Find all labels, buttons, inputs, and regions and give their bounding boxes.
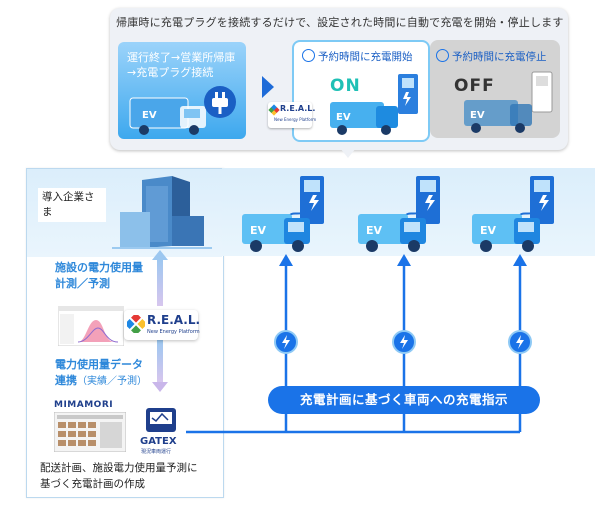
- clock-icon: [302, 49, 315, 62]
- mimamori-logo: MIMAMORI: [54, 400, 114, 410]
- real-logo-name: R.E.A.L.: [147, 313, 201, 327]
- mimamori-screenshot: [54, 412, 126, 452]
- real-logo-tagline: New Energy Platform: [147, 329, 200, 335]
- return-card-line2: →充電プラグ接続: [127, 66, 214, 79]
- ev-mark: EV: [336, 112, 351, 123]
- company-label: 導入企業さま: [38, 188, 106, 222]
- ev-mark: EV: [250, 224, 267, 237]
- gatex-logo: GATEX: [140, 436, 177, 447]
- charge-start-card: 予約時間に充電開始 ON EV: [292, 40, 430, 142]
- callout-text: 帰庫時に充電プラグを接続するだけで、設定された時間に自動で充電を開始・停止します: [116, 16, 564, 29]
- facility-power-heading-line2: 計測／予測: [55, 277, 110, 290]
- dashboard-thumbnail: [58, 306, 124, 346]
- off-state: OFF: [454, 76, 495, 96]
- parked-truck-icon: EV: [464, 71, 553, 133]
- charger-truck-2: EV: [358, 176, 440, 252]
- callout-tail: [340, 148, 356, 158]
- gatex-device-icon: [146, 408, 176, 432]
- ev-mark: EV: [470, 110, 485, 121]
- real-logo-mark: [127, 315, 145, 333]
- return-card-line1: 運行終了→営業所帰庫: [127, 51, 236, 64]
- charger-truck-3: EV: [472, 176, 554, 252]
- data-link-heading-line2: 連携: [55, 374, 77, 387]
- clock-icon: [436, 49, 449, 62]
- return-card: 運行終了→営業所帰庫 →充電プラグ接続 EV: [118, 42, 246, 139]
- gatex-logo-sub: 現況車両運行: [141, 449, 172, 455]
- ev-mark: EV: [142, 110, 157, 121]
- charge-start-label: 予約時間に充電開始: [318, 51, 413, 63]
- bottom-note-line2: 基づく充電計画の作成: [40, 478, 145, 490]
- ev-mark: EV: [366, 224, 383, 237]
- data-link-heading-line1: 電力使用量データ: [55, 358, 143, 371]
- data-link-heading-sub: （実績／予測）: [77, 376, 147, 387]
- plug-truck-icon: EV: [129, 86, 236, 135]
- charge-stop-card: 予約時間に充電停止 OFF EV: [430, 40, 560, 138]
- on-state: ON: [330, 76, 361, 96]
- real-logo-small: R.E.A.L. New Energy Platform: [268, 102, 316, 128]
- building-icon: [112, 176, 212, 249]
- charging-truck-icon: EV: [330, 74, 418, 135]
- ev-mark: EV: [480, 224, 497, 237]
- charge-instruction-banner: 充電計画に基づく車両への充電指示: [268, 386, 540, 414]
- charge-stop-label: 予約時間に充電停止: [452, 51, 547, 63]
- bolt-icon: [508, 330, 532, 354]
- data-flow-arrows: [152, 250, 168, 392]
- charger-truck-1: EV: [242, 176, 324, 252]
- bolt-icon: [392, 330, 416, 354]
- facility-power-heading-line1: 施設の電力使用量: [55, 261, 143, 274]
- real-logo-small-name: R.E.A.L.: [280, 104, 316, 113]
- real-logo: R.E.A.L. New Energy Platform: [124, 310, 201, 340]
- bottom-note-line1: 配送計画、施設電力使用量予測に: [40, 462, 198, 474]
- real-logo-small-tagline: New Energy Platform: [274, 117, 317, 122]
- flow-arrow: [262, 76, 274, 98]
- bolt-icon: [274, 330, 298, 354]
